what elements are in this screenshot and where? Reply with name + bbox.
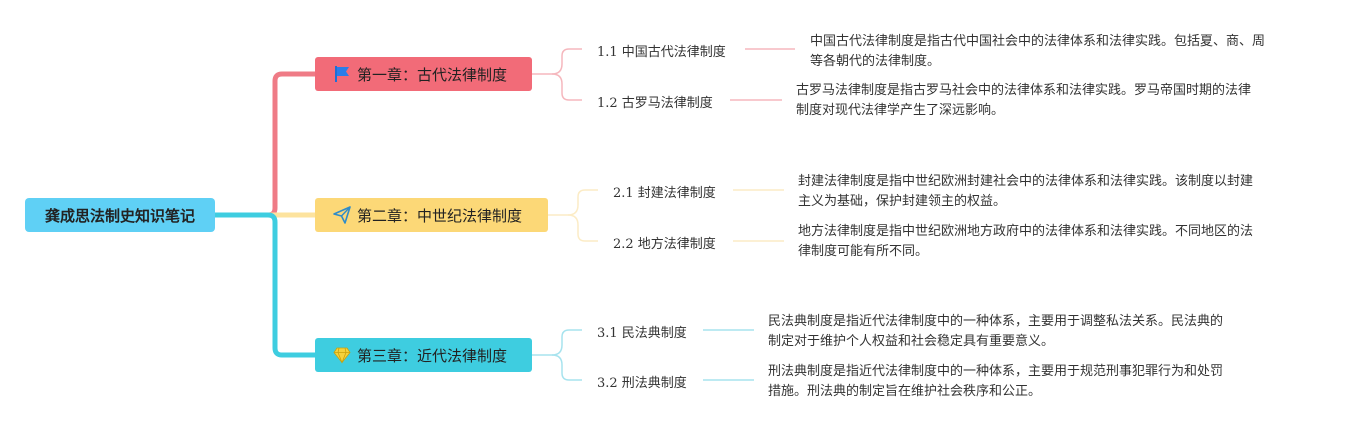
sub-lines-chapter-3 xyxy=(532,329,754,381)
chapter-1-topic[interactable]: 第一章：古代法律制度 xyxy=(315,57,532,91)
chapter-2-topic[interactable]: 第二章：中世纪法律制度 xyxy=(315,198,548,232)
subtopic-3-1[interactable]: 3.1 民法典制度 xyxy=(597,326,687,341)
root-topic[interactable]: 龚成思法制史知识笔记 xyxy=(25,198,215,232)
description-3-2[interactable]: 刑法典制度是指近代法律制度中的一种体系，主要用于规范刑事犯罪行为和处罚 措施。刑… xyxy=(768,362,1223,402)
description-line: 中国古代法律制度是指古代中国社会中的法律体系和法律实践。包括夏、商、周 xyxy=(810,34,1266,49)
subtopic-1-2[interactable]: 1.2 古罗马法律制度 xyxy=(597,96,713,111)
sub-lines-chapter-2 xyxy=(548,189,784,242)
branch-line-chapter-3 xyxy=(215,212,315,358)
description-2-1[interactable]: 封建法律制度是指中世纪欧洲封建社会中的法律体系和法律实践。该制度以封建 主义为基… xyxy=(798,172,1253,212)
description-line: 封建法律制度是指中世纪欧洲封建社会中的法律体系和法律实践。该制度以封建 xyxy=(798,174,1254,189)
description-line: 律制度可能有所不同。 xyxy=(798,244,929,259)
paper-plane-icon xyxy=(333,206,351,224)
description-line: 古罗马法律制度是指古罗马社会中的法律体系和法律实践。罗马帝国时期的法律 xyxy=(796,83,1252,98)
subtopic-2-1[interactable]: 2.1 封建法律制度 xyxy=(613,186,716,201)
description-1-1[interactable]: 中国古代法律制度是指古代中国社会中的法律体系和法律实践。包括夏、商、周 等各朝代… xyxy=(810,32,1265,72)
sub-lines-chapter-1 xyxy=(532,48,795,101)
chapter-1-title: 第一章：古代法律制度 xyxy=(357,65,508,84)
description-line: 措施。刑法典的制定旨在维护社会秩序和公正。 xyxy=(768,384,1042,399)
description-3-1[interactable]: 民法典制度是指近代法律制度中的一种体系，主要用于调整私法关系。民法典的 制定对于… xyxy=(768,312,1223,352)
description-line: 制度对现代法律学产生了深远影响。 xyxy=(796,103,1005,118)
subtopic-1-1[interactable]: 1.1 中国古代法律制度 xyxy=(597,45,726,60)
description-line: 等各朝代的法律制度。 xyxy=(810,54,941,69)
description-line: 民法典制度是指近代法律制度中的一种体系，主要用于调整私法关系。民法典的 xyxy=(768,314,1224,329)
subtopic-3-2[interactable]: 3.2 刑法典制度 xyxy=(597,376,687,391)
flag-icon xyxy=(333,65,351,83)
description-2-2[interactable]: 地方法律制度是指中世纪欧洲地方政府中的法律体系和法律实践。不同地区的法 律制度可… xyxy=(798,222,1253,262)
description-line: 主义为基础，保护封建领主的权益。 xyxy=(798,194,1007,209)
chapter-3-topic[interactable]: 第三章：近代法律制度 xyxy=(315,338,532,372)
description-1-2[interactable]: 古罗马法律制度是指古罗马社会中的法律体系和法律实践。罗马帝国时期的法律 制度对现… xyxy=(796,81,1251,121)
description-line: 刑法典制度是指近代法律制度中的一种体系，主要用于规范刑事犯罪行为和处罚 xyxy=(768,364,1224,379)
description-line: 地方法律制度是指中世纪欧洲地方政府中的法律体系和法律实践。不同地区的法 xyxy=(798,224,1254,239)
root-title: 龚成思法制史知识笔记 xyxy=(44,206,195,225)
chapter-2-title: 第二章：中世纪法律制度 xyxy=(357,206,523,225)
diamond-icon xyxy=(333,346,351,364)
description-line: 制定对于维护个人权益和社会稳定具有重要意义。 xyxy=(768,334,1055,349)
chapter-3-title: 第三章：近代法律制度 xyxy=(357,346,508,365)
subtopic-2-2[interactable]: 2.2 地方法律制度 xyxy=(613,237,716,252)
branch-line-chapter-1 xyxy=(215,71,315,218)
